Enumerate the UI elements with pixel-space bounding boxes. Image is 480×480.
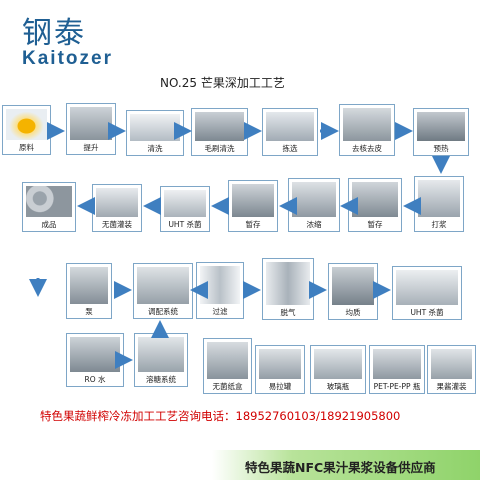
mango-icon [6,109,47,140]
plastic-bottle-filler-icon [373,349,421,379]
step-glass-bottle: 玻璃瓶 [310,345,366,394]
step-label: 易拉罐 [268,382,292,391]
ro-water-icon [70,337,120,372]
step-aseptic-filling: 无菌灌装 [92,184,142,232]
supplier-banner [212,450,480,480]
step-aseptic-carton: 无菌纸盒 [203,338,252,394]
brand-logo-chinese: 钢泰 [22,16,86,51]
step-uht-sterilization-2: UHT 杀菌 [392,266,462,320]
washer-icon [130,114,180,141]
step-deaeration: 脱气 [262,258,314,320]
sugar-dissolving-icon [138,337,184,372]
storage-tank-icon [232,184,274,217]
sorting-belt-icon [266,112,314,141]
step-label: 无菌纸盒 [212,382,243,391]
evaporator-icon [292,182,336,217]
step-label: RO 水 [84,375,106,384]
step-label: 清洗 [147,144,163,153]
supplier-banner-text: 特色果蔬NFC果汁果浆设备供应商 [245,460,436,475]
diagram-title: NO.25 芒果深加工工艺 [160,76,285,90]
preheater-icon [417,112,465,141]
step-label: 原料 [19,143,34,152]
step-label: UHT 杀菌 [410,308,444,317]
step-sugar-dissolving: 溶糖系统 [134,333,188,387]
step-label: 均质 [345,308,361,317]
step-label: 无菌灌装 [102,220,132,229]
step-finished-product: 成品 [22,182,76,232]
step-concentration: 浓缩 [288,178,340,232]
step-preheating: 预热 [413,108,469,156]
step-label: 暂存 [367,220,383,229]
step-label: 拣选 [282,144,298,153]
step-raw-material: 原料 [2,105,51,155]
step-label: 溶糖系统 [146,375,176,384]
step-can: 易拉罐 [255,345,305,394]
step-label: 暂存 [245,220,261,229]
step-label: 去核去皮 [352,144,382,153]
step-label: 打浆 [431,220,447,229]
step-pump: 泵 [66,263,112,319]
glass-bottle-filler-icon [314,349,362,379]
uht-sterilizer-icon [396,270,458,305]
finished-product-icon [26,186,72,217]
step-brush-washing: 毛刷清洗 [191,108,248,156]
jam-filler-icon [431,349,472,379]
pulper-icon [418,180,460,217]
step-label: 玻璃瓶 [326,382,350,391]
step-label: PET-PE-PP 瓶 [373,382,421,391]
step-label: 预热 [433,144,449,153]
storage-tank-icon [352,182,398,217]
step-label: 泵 [85,307,93,316]
step-label: 毛刷清洗 [204,144,235,153]
step-label: 提升 [83,143,99,152]
pump-icon [70,267,108,304]
deaerator-icon [266,262,310,305]
contact-phone-text: 特色果蔬鲜榨冷冻加工工艺咨询电话：18952760103/18921905800 [40,409,401,423]
homogenizer-icon [332,267,374,305]
step-label: 脱气 [280,308,296,317]
elevator-icon [70,107,112,140]
aseptic-carton-icon [207,342,248,379]
step-plastic-bottle: PET-PE-PP 瓶 [369,345,425,394]
blending-system-icon [137,267,189,304]
brand-logo-english: Kaitozer [22,48,113,69]
can-filler-icon [259,349,301,379]
step-pitting-peeling: 去核去皮 [339,104,395,156]
step-label: 调配系统 [148,307,178,316]
uht-sterilizer-icon [164,190,206,217]
brush-washer-icon [195,112,244,141]
step-sorting: 拣选 [262,108,318,156]
step-label: UHT 杀菌 [168,220,202,229]
step-label: 果酱灌装 [436,382,467,391]
step-label: 成品 [41,220,57,229]
step-jam-filling: 果酱灌装 [427,345,476,394]
step-label: 浓缩 [306,220,322,229]
step-label: 过滤 [212,307,228,316]
aseptic-filler-icon [96,188,138,217]
pitting-peeling-machine-icon [343,108,391,141]
step-blending-system: 调配系统 [133,263,193,319]
step-storage-1: 暂存 [228,180,278,232]
